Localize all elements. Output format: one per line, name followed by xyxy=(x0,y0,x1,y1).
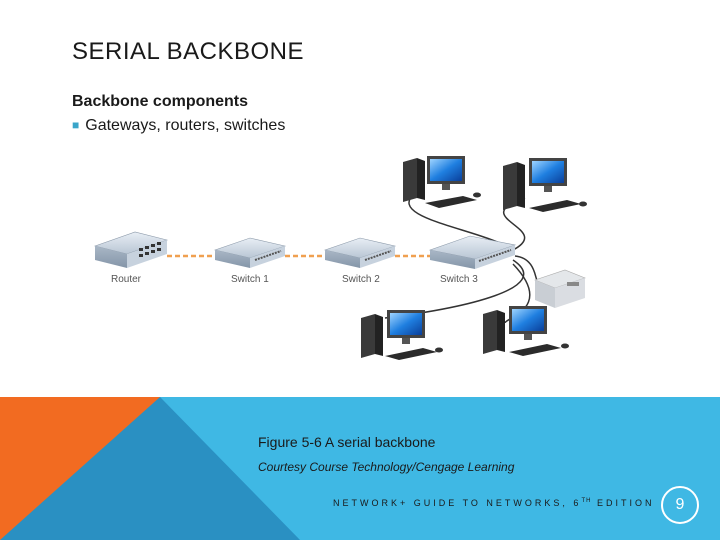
switch-2-icon xyxy=(323,237,397,268)
router-icon xyxy=(93,231,169,268)
workstation-icon xyxy=(483,306,569,356)
book-title-sup: TH xyxy=(581,498,592,504)
workstation-icon xyxy=(361,310,443,360)
switch-3-icon xyxy=(428,235,517,269)
slide-heading: Backbone components xyxy=(72,93,249,110)
router-label: Router xyxy=(111,274,142,285)
workstation-icon xyxy=(503,158,587,212)
slide-title: SERIAL BACKBONE xyxy=(72,38,305,65)
switch-1-icon xyxy=(213,237,287,268)
book-title: NETWORK+ GUIDE TO NETWORKS, 6TH EDITION xyxy=(333,498,654,508)
figure-caption: Figure 5-6 A serial backbone xyxy=(258,434,436,450)
switch-3-label: Switch 3 xyxy=(440,274,478,285)
switch-1-label: Switch 1 xyxy=(231,274,269,285)
serial-backbone-diagram: Router Switch 1 Switch 2 Switch 3 xyxy=(93,156,587,360)
printer-icon xyxy=(534,269,586,308)
book-title-main: NETWORK+ GUIDE TO NETWORKS, 6 xyxy=(333,498,582,508)
bullet-text: Gateways, routers, switches xyxy=(85,117,286,134)
footer-band xyxy=(0,397,720,540)
bullet-item: ■ Gateways, routers, switches xyxy=(72,117,285,135)
switch-2-label: Switch 2 xyxy=(342,274,380,285)
page-number: 9 xyxy=(661,486,699,524)
book-title-end: EDITION xyxy=(591,498,655,508)
figure-credit: Courtesy Course Technology/Cengage Learn… xyxy=(258,460,515,474)
square-bullet-icon: ■ xyxy=(72,118,80,132)
workstation-icon xyxy=(403,156,481,208)
